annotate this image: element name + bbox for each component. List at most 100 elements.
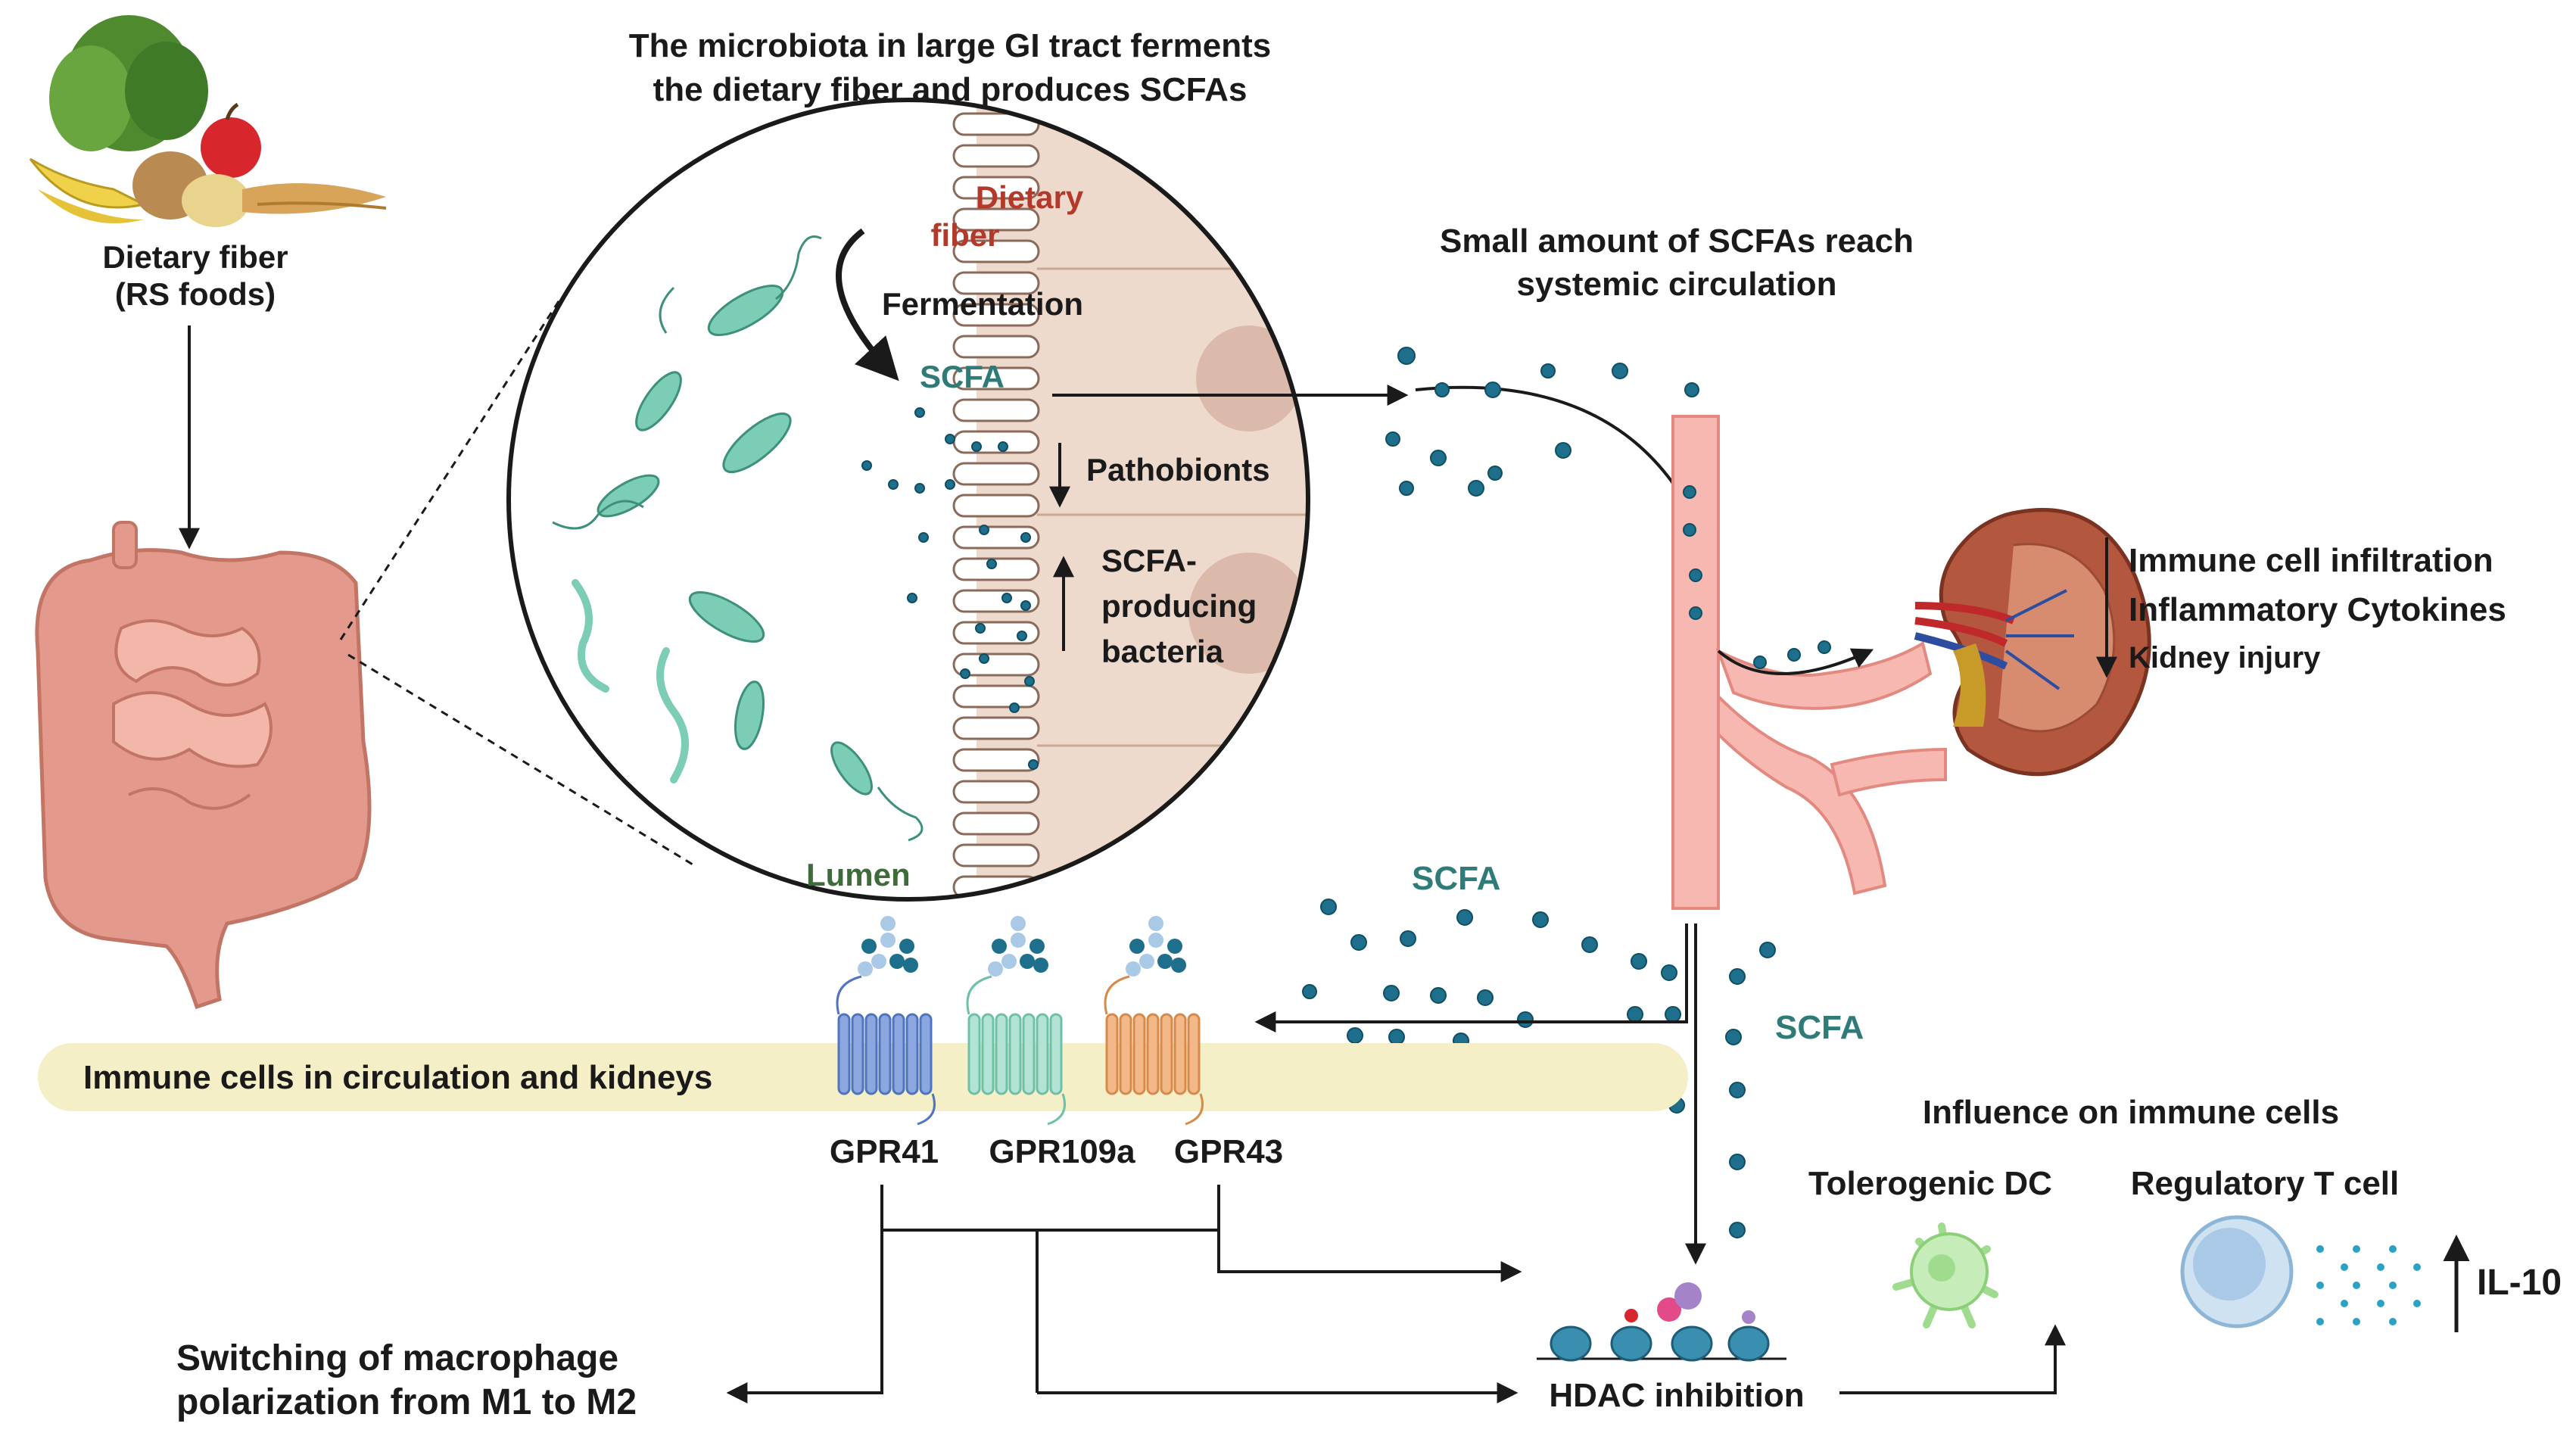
kidney-icon bbox=[1914, 508, 2151, 777]
il10-dot bbox=[2413, 1300, 2421, 1307]
ligand bbox=[1033, 958, 1048, 973]
fiber-label-line1: Dietary fiber bbox=[102, 239, 288, 275]
kidney-effect-3: Kidney injury bbox=[2129, 641, 2321, 674]
il10-dot bbox=[2353, 1282, 2360, 1289]
vessel-to-receptors-arrow bbox=[1254, 924, 1688, 1033]
scfa-dot bbox=[1689, 568, 1702, 582]
scfa-dot bbox=[1001, 593, 1012, 603]
kidney-effect-1: Immune cell infiltration bbox=[2129, 542, 2493, 579]
scfa-dot bbox=[1477, 989, 1494, 1006]
ligand bbox=[1011, 933, 1026, 948]
nucleosome-icon bbox=[1537, 1282, 1786, 1362]
scfa-dot bbox=[971, 441, 982, 452]
helix bbox=[905, 1013, 919, 1095]
helix bbox=[851, 1013, 864, 1095]
scfa-dot bbox=[945, 434, 955, 444]
tail bbox=[966, 975, 992, 1015]
scfa-dot bbox=[1434, 382, 1450, 397]
scfa-dot bbox=[1320, 899, 1337, 915]
gpr109a-receptor-icon bbox=[966, 916, 1066, 1126]
villus bbox=[952, 144, 1040, 168]
helix bbox=[1022, 1013, 1036, 1095]
ligand bbox=[1157, 954, 1173, 969]
treg-label: Regulatory T cell bbox=[2131, 1165, 2400, 1202]
ligand bbox=[1129, 939, 1145, 954]
scfa-dot bbox=[1581, 936, 1598, 953]
scfa-dot bbox=[979, 525, 989, 535]
scfa-dot bbox=[1397, 347, 1416, 365]
helix bbox=[1119, 1013, 1132, 1095]
ligand bbox=[1126, 961, 1141, 976]
blood-vessel bbox=[1671, 415, 1947, 910]
scfa-dot bbox=[1388, 1029, 1405, 1045]
tail bbox=[1047, 1093, 1066, 1126]
scfa-dot bbox=[1484, 382, 1501, 398]
inset-title-line1: The microbiota in large GI tract ferment… bbox=[629, 27, 1271, 64]
scfa-to-vessel-arrow bbox=[1415, 385, 1715, 561]
scfa-dot bbox=[861, 460, 872, 471]
scfa-producing-label-line2: producing bbox=[1101, 588, 1257, 624]
bacterium-icon bbox=[722, 412, 792, 474]
il10-dot bbox=[2389, 1282, 2397, 1289]
villus bbox=[952, 207, 1040, 232]
ligand bbox=[880, 933, 896, 948]
scfa-dot bbox=[1684, 382, 1699, 397]
circulation-title-line2: systemic circulation bbox=[1516, 266, 1836, 303]
ligand bbox=[903, 958, 918, 973]
scfa-particles-circulation bbox=[1302, 347, 1831, 1238]
fermentation-arrow bbox=[836, 228, 899, 382]
scfa-dot bbox=[914, 407, 925, 418]
tail bbox=[917, 1093, 936, 1126]
ligand bbox=[1148, 916, 1163, 931]
ligand bbox=[1148, 933, 1163, 948]
villus bbox=[952, 811, 1040, 836]
immune-band-label: Immune cells in circulation and kidneys bbox=[83, 1059, 712, 1096]
il10-particles bbox=[2316, 1245, 2421, 1325]
helix bbox=[1049, 1013, 1063, 1095]
influence-label: Influence on immune cells bbox=[1923, 1094, 2339, 1131]
scfa-dot bbox=[1456, 909, 1473, 926]
scfa-dot bbox=[1430, 987, 1447, 1004]
villus bbox=[952, 239, 1040, 263]
helix bbox=[967, 1013, 981, 1095]
il10-dot bbox=[2377, 1300, 2384, 1307]
scfa-dot bbox=[1753, 656, 1767, 669]
scfa-dot bbox=[914, 483, 925, 494]
scfa-dot bbox=[945, 479, 955, 490]
colon-illustration bbox=[35, 521, 372, 1010]
helix bbox=[919, 1013, 933, 1095]
scfa-dot bbox=[888, 479, 899, 490]
scfa-dot bbox=[1818, 640, 1831, 654]
receptor-label-gpr41: GPR41 bbox=[830, 1133, 939, 1170]
scfa-dot bbox=[1017, 631, 1027, 641]
scfa-particles-inset bbox=[861, 407, 1039, 770]
scfa-dot bbox=[960, 668, 970, 679]
helix bbox=[892, 1013, 905, 1095]
il10-dot bbox=[2353, 1318, 2360, 1325]
helix bbox=[1105, 1013, 1119, 1095]
ligand bbox=[992, 939, 1007, 954]
bacterium-icon bbox=[635, 371, 682, 431]
il10-dot bbox=[2389, 1318, 2397, 1325]
scfa-dot bbox=[1725, 1029, 1742, 1045]
il10-dot bbox=[2413, 1263, 2421, 1271]
villus bbox=[952, 303, 1040, 327]
scfa-dot bbox=[1020, 532, 1031, 543]
gpr43-receptor-icon bbox=[1104, 916, 1204, 1126]
scfa-dot bbox=[1487, 466, 1503, 481]
circulation-title-line1: Small amount of SCFAs reach bbox=[1440, 223, 1914, 260]
tail bbox=[1185, 1093, 1204, 1126]
regulatory-t-cell-icon bbox=[2180, 1215, 2294, 1328]
scfa-dot bbox=[1468, 480, 1484, 497]
helix bbox=[1146, 1013, 1160, 1095]
villus bbox=[952, 748, 1040, 772]
villus bbox=[952, 366, 1040, 391]
helix bbox=[1036, 1013, 1049, 1095]
villus bbox=[952, 271, 1040, 295]
dendritic-cell-icon bbox=[1892, 1223, 1998, 1328]
villus bbox=[952, 716, 1040, 740]
scfa-dot bbox=[986, 559, 997, 569]
ligand bbox=[1139, 954, 1154, 969]
scfa-dot bbox=[1399, 481, 1414, 496]
scfa-dot bbox=[1661, 964, 1677, 981]
